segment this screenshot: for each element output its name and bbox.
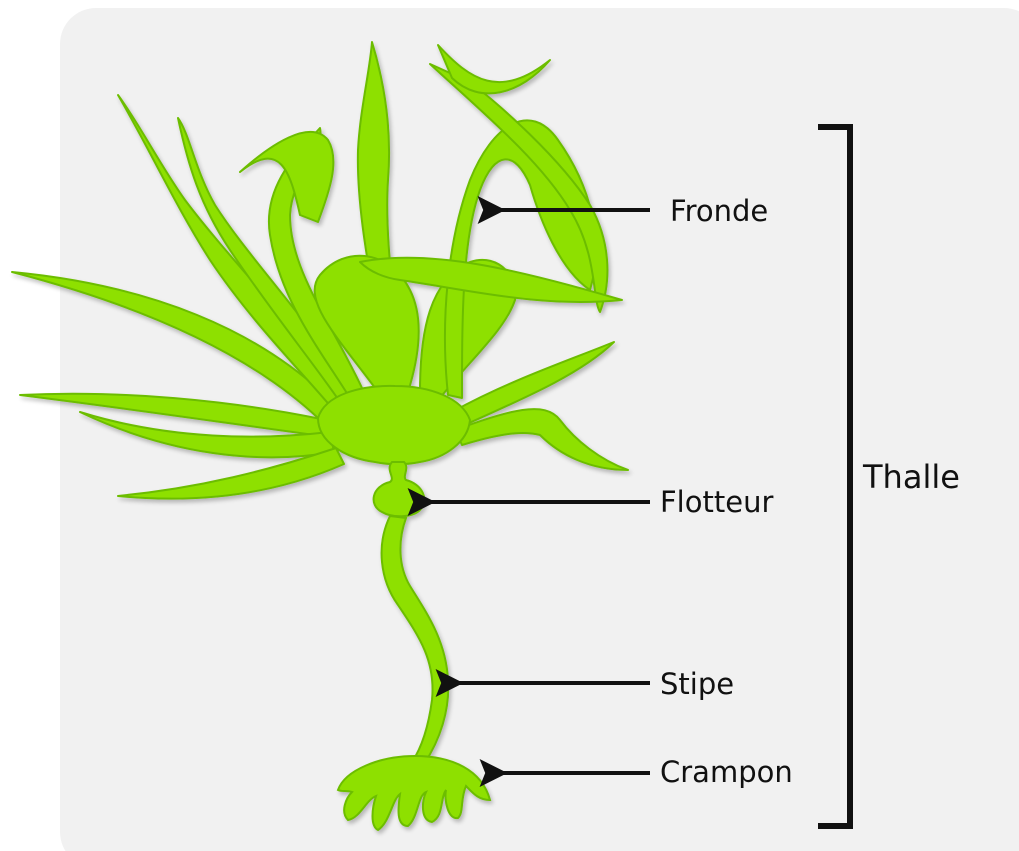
- stipe-shape: [382, 516, 449, 764]
- label-stipe: Stipe: [660, 670, 734, 699]
- fronde-base: [318, 386, 470, 464]
- label-flotteur: Flotteur: [660, 488, 773, 517]
- label-crampon: Crampon: [660, 758, 793, 787]
- crampon-shape: [338, 756, 490, 830]
- label-fronde: Fronde: [670, 197, 768, 226]
- flotteur-shape: [374, 462, 425, 516]
- blade-left-2: [20, 394, 326, 436]
- thalle-bracket: [818, 127, 850, 826]
- seaweed-illustration: [12, 42, 628, 830]
- label-thalle: Thalle: [863, 461, 960, 493]
